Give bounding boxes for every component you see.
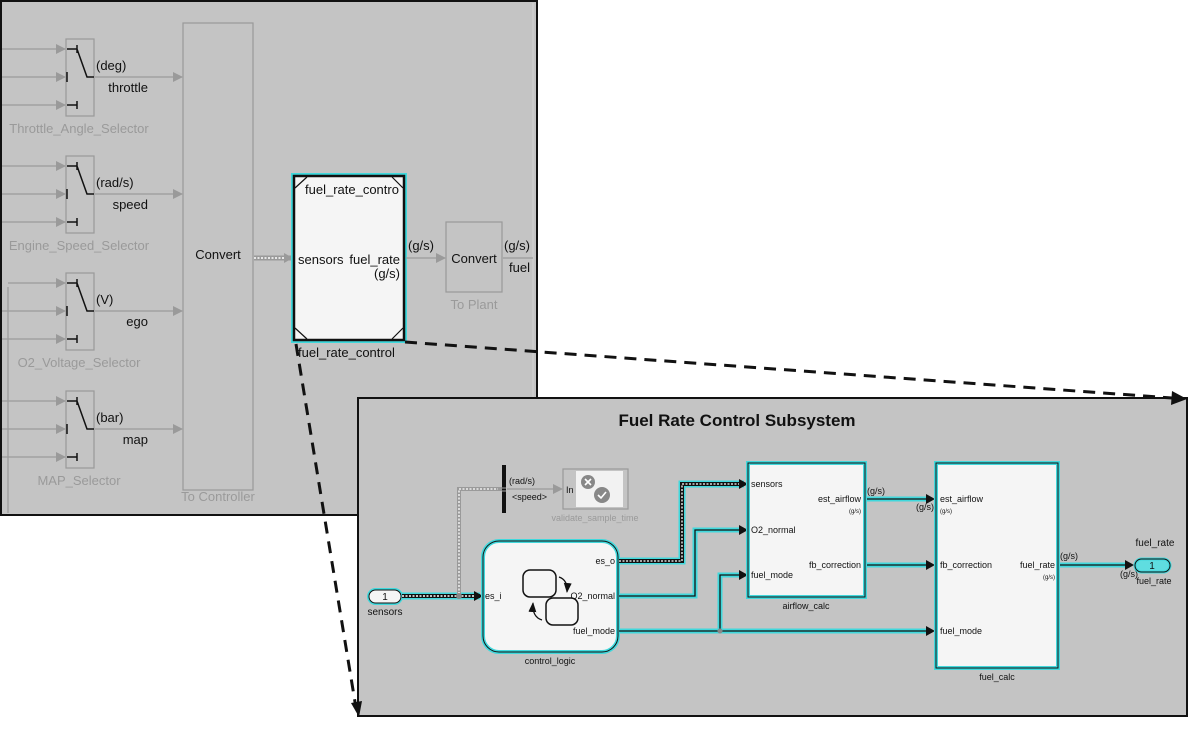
- switch-icon: [66, 162, 94, 226]
- fuel-calc-out-fuel-rate: fuel_rate: [1020, 560, 1055, 570]
- airflow-in-o2-normal: O2_normal: [751, 525, 796, 535]
- zoom-callout-arrows: [294, 340, 1187, 717]
- port-in-sensors: sensors: [298, 252, 344, 267]
- bus-line-es-o: [619, 479, 748, 565]
- airflow-in-fuel-mode: fuel_mode: [751, 570, 793, 580]
- control-logic-name: control_logic: [525, 656, 576, 666]
- airflow-out-fb-correction: fb_correction: [809, 560, 861, 570]
- control-logic-in: es_i: [485, 591, 502, 601]
- selector-signal: speed: [113, 197, 148, 212]
- airflow-in-sensors: sensors: [751, 479, 783, 489]
- bus-line-sensors[interactable]: [254, 253, 293, 263]
- fuel-calc-in-fuel-mode: fuel_mode: [940, 626, 982, 636]
- callout-arrow-left: [294, 343, 358, 709]
- control-logic-out-fuel-mode: fuel_mode: [573, 626, 615, 636]
- bus-line-sensors-to-control-logic[interactable]: [402, 591, 483, 601]
- port-out-unit: (g/s): [374, 266, 400, 281]
- validate-name: validate_sample_time: [551, 513, 638, 523]
- fuel-rate-control-block[interactable]: fuel_rate_contro sensors fuel_rate (g/s)…: [291, 173, 407, 360]
- fuel-rate-control-title: fuel_rate_contro: [305, 182, 399, 197]
- airflow-out-unit: (g/s): [849, 509, 861, 515]
- switch-icon: [66, 397, 94, 461]
- bus-selector[interactable]: (rad/s) <speed>: [502, 465, 563, 513]
- signal-line-fuel-rate: (g/s) (g/s) fuel_rate: [1059, 538, 1175, 579]
- bus-selector-signal: <speed>: [512, 492, 547, 502]
- fuel-rate-outport[interactable]: 1 fuel_rate: [1133, 557, 1172, 586]
- signal-line-fuel-rate-top[interactable]: (g/s): [406, 238, 446, 263]
- airflow-out-est-airflow: est_airflow: [818, 494, 862, 504]
- fuel-rate-dst-unit: (g/s): [1120, 569, 1138, 579]
- check-icon: [594, 487, 610, 503]
- to-controller-block[interactable]: Convert To Controller: [181, 22, 256, 504]
- fuel-rate-control-name: fuel_rate_control: [298, 345, 395, 360]
- selector-unit: (rad/s): [96, 175, 134, 190]
- signal-line-fuel-mode: [619, 570, 935, 636]
- control-logic-chart[interactable]: es_i es_o O2_normal fuel_mode control_lo…: [481, 539, 620, 666]
- est-airflow-src-unit: (g/s): [867, 486, 885, 496]
- line-unit-label: (g/s): [408, 238, 434, 253]
- to-plant-block[interactable]: Convert To Plant (g/s) fuel: [445, 221, 533, 312]
- bus-line-sensors-to-selector[interactable]: [456, 487, 502, 599]
- fuel-calc-in-fb-correction: fb_correction: [940, 560, 992, 570]
- selector-unit: (deg): [96, 58, 126, 73]
- airflow-calc-block[interactable]: sensors O2_normal fuel_mode est_airflow …: [746, 461, 867, 611]
- fuel-calc-out-unit: (g/s): [1043, 575, 1055, 581]
- selector-name: Engine_Speed_Selector: [9, 238, 150, 253]
- bus-selector-unit: (rad/s): [509, 476, 535, 486]
- switch-icon: [66, 45, 94, 109]
- sensors-inport[interactable]: 1 sensors: [367, 588, 403, 618]
- to-plant-name: To Plant: [451, 297, 498, 312]
- to-controller-name: To Controller: [181, 489, 255, 504]
- selector-name: MAP_Selector: [37, 473, 121, 488]
- validate-sample-time-block[interactable]: In validate_sample_time: [551, 468, 639, 523]
- fuel-rate-src-unit: (g/s): [1060, 551, 1078, 561]
- fuel-calc-in-unit: (g/s): [940, 509, 952, 515]
- sensors-inport-name: sensors: [367, 607, 402, 618]
- to-plant-out-unit: (g/s): [504, 238, 530, 253]
- signal-line-fb-correction: [866, 560, 935, 570]
- selector-signal: ego: [126, 314, 148, 329]
- sensors-inport-number: 1: [382, 592, 388, 603]
- selector-unit: (bar): [96, 410, 123, 425]
- control-logic-out-o2-normal: O2_normal: [570, 591, 615, 601]
- selector-signal: throttle: [108, 80, 148, 95]
- airflow-calc-name: airflow_calc: [782, 601, 830, 611]
- outport-number: 1: [1149, 561, 1155, 572]
- error-icon: [581, 475, 595, 489]
- fuel-rate-signal-label: fuel_rate: [1136, 538, 1175, 549]
- selector-unit: (V): [96, 292, 113, 307]
- selector-name: O2_Voltage_Selector: [18, 355, 142, 370]
- control-logic-out-es-o: es_o: [595, 556, 615, 566]
- signal-lines[interactable]: (g/s) (g/s) (g/s) (g/s) fuel_rate: [619, 479, 1175, 636]
- subsystem-title: Fuel Rate Control Subsystem: [618, 411, 855, 430]
- est-airflow-dst-unit: (g/s): [916, 502, 934, 512]
- signal-line-est-airflow: (g/s) (g/s): [866, 486, 935, 512]
- fuel-calc-in-est-airflow: est_airflow: [940, 494, 984, 504]
- stateflow-icon: [522, 569, 579, 626]
- port-out-fuel-rate: fuel_rate: [349, 252, 400, 267]
- callout-arrow-right: [404, 340, 1173, 400]
- switch-icon: [66, 279, 94, 343]
- outport-name: fuel_rate: [1136, 576, 1171, 586]
- selector-signal: map: [123, 432, 148, 447]
- to-plant-out-signal: fuel: [509, 260, 530, 275]
- to-plant-label: Convert: [451, 251, 497, 266]
- selector-name: Throttle_Angle_Selector: [9, 121, 149, 136]
- fuel-calc-name: fuel_calc: [979, 672, 1015, 682]
- signal-line-o2-normal: [619, 525, 748, 599]
- validate-port-in: In: [566, 485, 574, 495]
- fuel-calc-block[interactable]: est_airflow (g/s) fb_correction fuel_mod…: [934, 461, 1060, 682]
- to-controller-label: Convert: [195, 247, 241, 262]
